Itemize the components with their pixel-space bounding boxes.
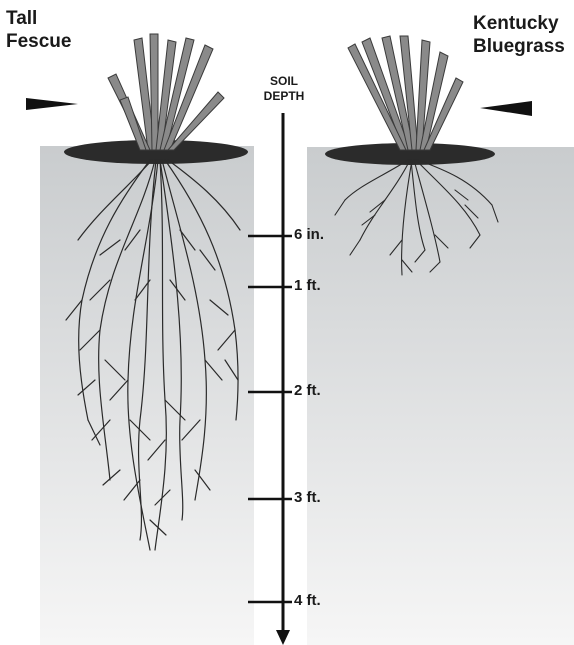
tick-label-6-in: 6 in. xyxy=(294,226,324,243)
tick-label-3-ft: 3 ft. xyxy=(294,489,321,506)
tick-label-2-ft: 2 ft. xyxy=(294,382,321,399)
tick-label-1-ft: 1 ft. xyxy=(294,277,321,294)
plant-label-kentucky-bluegrass: Kentucky Bluegrass xyxy=(473,12,565,58)
soil-depth-axis-title: SOIL DEPTH xyxy=(249,74,319,104)
plant-label-tall-fescue: Tall Fescue xyxy=(6,7,71,53)
soil-panel-tall-fescue xyxy=(40,146,254,645)
ground-level-pointer-right xyxy=(480,101,532,116)
soil-depth-ticks xyxy=(248,236,292,602)
soil-panel-kentucky-bluegrass xyxy=(307,147,574,645)
ground-level-pointer-left xyxy=(26,98,78,110)
soil-depth-axis-arrowhead xyxy=(276,630,290,645)
tick-label-4-ft: 4 ft. xyxy=(294,592,321,609)
tall-fescue-blades xyxy=(108,34,224,150)
kentucky-bluegrass-blades xyxy=(348,36,463,150)
